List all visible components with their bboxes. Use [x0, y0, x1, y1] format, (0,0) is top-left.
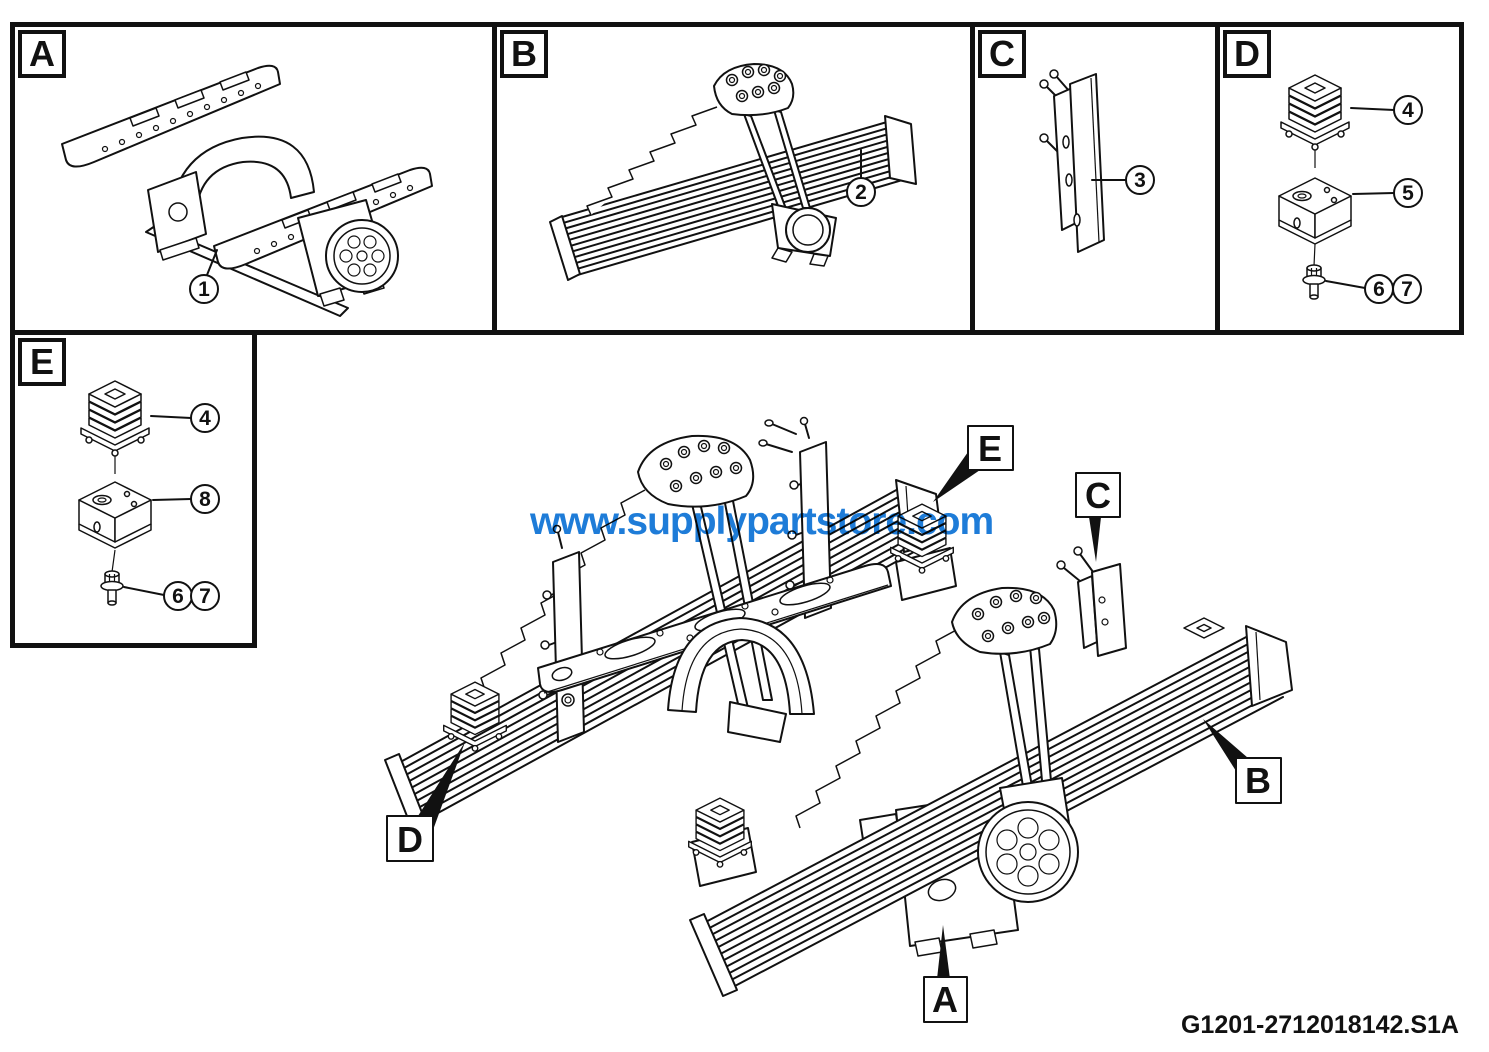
- bolt-drawing: [1302, 264, 1326, 300]
- svg-text:A: A: [932, 979, 958, 1020]
- main-label-e: E: [933, 425, 1014, 502]
- svg-text:C: C: [1085, 475, 1111, 516]
- callout-2: 2: [846, 149, 876, 207]
- wear-plate-drawing: [1056, 546, 1127, 657]
- callout-4: 4: [150, 403, 220, 433]
- panel-b: B: [492, 22, 975, 335]
- drawing-number: G1201-2712018142.S1A: [1180, 1011, 1459, 1039]
- svg-text:B: B: [1245, 760, 1271, 801]
- rubber-spring-drawing: [80, 380, 150, 457]
- main-label-a: A: [923, 925, 968, 1023]
- svg-text:1: 1: [198, 278, 210, 301]
- svg-text:7: 7: [199, 585, 211, 608]
- main-label-c: C: [1075, 472, 1121, 562]
- svg-text:D: D: [397, 819, 423, 860]
- callout-4: 4: [1350, 95, 1423, 125]
- panel-b-drawing: 2: [549, 63, 917, 281]
- spacer-block-drawing: [1278, 177, 1352, 245]
- panel-e-label: E: [18, 338, 66, 386]
- svg-text:8: 8: [199, 488, 211, 511]
- walking-beam-assembly-drawing: [61, 64, 433, 317]
- panel-a-drawing: 1: [61, 64, 433, 317]
- rubber-spring-drawing: [688, 797, 757, 887]
- main-label-b: B: [1203, 719, 1282, 804]
- callout-3: 3: [1091, 165, 1155, 195]
- panel-d: D 4 5 6 7: [1215, 22, 1464, 335]
- svg-text:2: 2: [855, 181, 867, 204]
- callout-5: 5: [1352, 178, 1423, 208]
- panel-d-label: D: [1223, 30, 1271, 78]
- bolt-drawing: [100, 570, 124, 606]
- svg-text:4: 4: [1402, 99, 1414, 122]
- main-assembly-view: E C D B A: [384, 416, 1293, 1023]
- svg-text:7: 7: [1401, 278, 1413, 301]
- front-leaf-spring-drawing: [689, 586, 1293, 997]
- panel-c: C 3: [970, 22, 1220, 335]
- watermark-text: www.supplypartstore.com: [530, 500, 994, 543]
- svg-text:3: 3: [1134, 169, 1146, 192]
- main-label-d: D: [386, 742, 465, 862]
- callout-6: 6: [123, 581, 193, 611]
- wear-plate-drawing: [1039, 69, 1105, 253]
- spacer-block-drawing: [78, 481, 152, 549]
- svg-text:E: E: [978, 428, 1002, 469]
- svg-text:6: 6: [1373, 278, 1385, 301]
- panel-e-drawing: 4 8 6 7: [78, 380, 220, 611]
- leaf-spring-drawing: [549, 63, 917, 281]
- panel-c-drawing: 3: [1039, 69, 1155, 253]
- svg-text:5: 5: [1402, 182, 1414, 205]
- callout-1: 1: [189, 249, 219, 304]
- panel-a-label: A: [18, 30, 66, 78]
- hanger-bracket-drawing: [758, 416, 832, 619]
- panel-b-label: B: [500, 30, 548, 78]
- panel-d-drawing: 4 5 6 7: [1278, 74, 1423, 304]
- callout-8: 8: [152, 484, 220, 514]
- callout-6: 6: [1325, 274, 1394, 304]
- spring-saddle-arch-drawing: [667, 617, 815, 715]
- callout-7: 7: [1392, 274, 1422, 304]
- hub-drawing: [977, 801, 1079, 903]
- svg-text:4: 4: [199, 407, 211, 430]
- svg-text:6: 6: [172, 585, 184, 608]
- panel-c-label: C: [978, 30, 1026, 78]
- panel-a: A: [10, 22, 497, 335]
- panel-e: E 4 8 6 7: [10, 330, 257, 648]
- rubber-spring-drawing: [1280, 74, 1350, 151]
- callout-7: 7: [190, 581, 220, 611]
- rubber-spring-drawing: [890, 503, 957, 601]
